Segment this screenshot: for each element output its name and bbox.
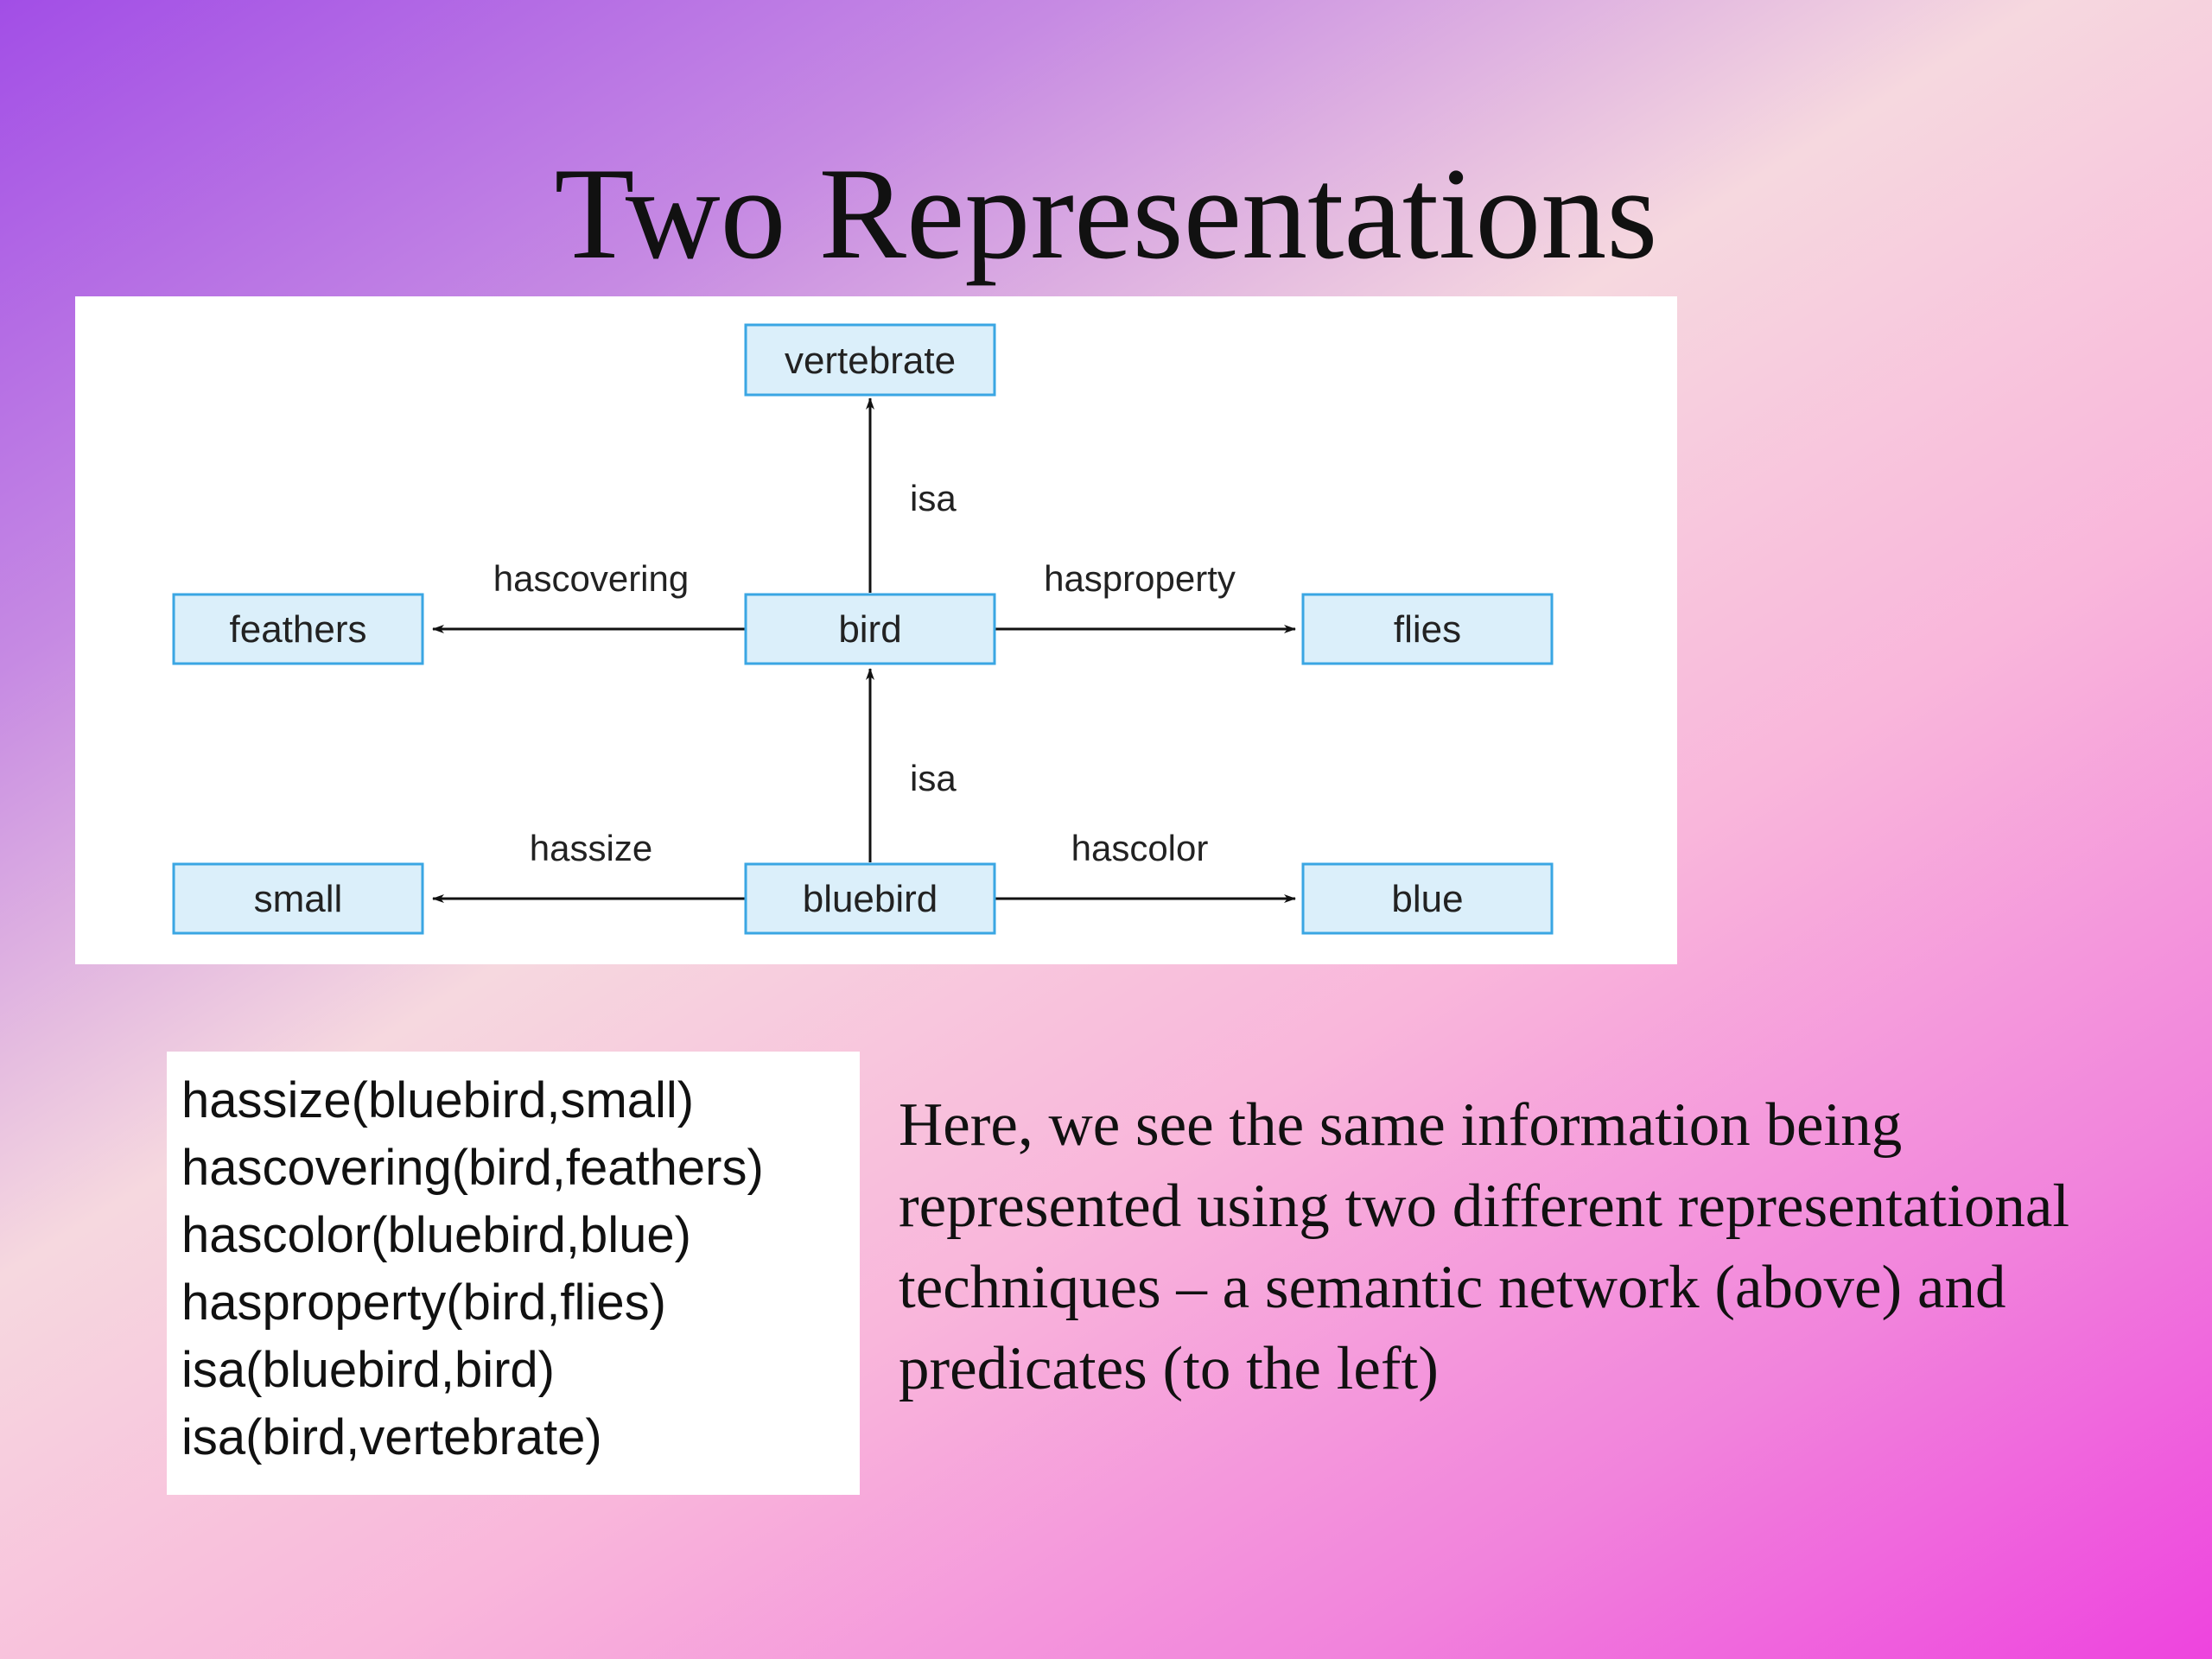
edge-bird-vertebrate: isa [866,397,957,593]
predicate-line: hasproperty(bird,flies) [181,1274,666,1331]
node-flies: flies [1301,593,1554,665]
edge-label-hascolor: hascolor [1071,828,1209,868]
explanation-line: predicates (to the left) [899,1335,1439,1402]
node-label-bird: bird [838,608,901,651]
node-label-small: small [254,878,343,920]
predicate-list: hassize(bluebird,small) hascovering(bird… [167,1052,860,1495]
explanation-text: Here, we see the same information being … [899,1084,2195,1409]
edge-bird-flies: hasproperty [995,558,1296,633]
node-bird: bird [744,593,996,665]
explanation-line: techniques – a semantic network (above) … [899,1254,2006,1321]
node-label-feathers: feathers [230,608,367,651]
edge-bird-feathers: hascovering [432,558,745,633]
predicate-line: hascovering(bird,feathers) [181,1140,764,1196]
node-vertebrate: vertebrate [744,323,996,397]
node-label-flies: flies [1394,608,1461,651]
edge-bluebird-small: hassize [432,828,745,903]
edge-label-hasproperty: hasproperty [1044,558,1236,599]
edge-label-isa-top: isa [910,478,957,518]
slide-title: Two Representations [554,141,1658,286]
semantic-network-svg: isa hascovering hasproperty isa hassize … [172,323,1554,935]
node-bluebird: bluebird [744,862,996,935]
predicate-line: hascolor(bluebird,blue) [181,1207,691,1263]
predicate-line: isa(bird,vertebrate) [181,1409,602,1465]
explanation-line: represented using two different represen… [899,1173,2070,1240]
node-small: small [172,862,424,935]
semantic-network-diagram: isa hascovering hasproperty isa hassize … [75,296,1677,964]
edge-label-hascovering: hascovering [493,558,689,599]
edge-bluebird-blue: hascolor [995,828,1296,903]
predicate-line: isa(bluebird,bird) [181,1342,555,1398]
node-label-bluebird: bluebird [803,878,938,920]
edge-label-isa-bottom: isa [910,758,957,798]
edge-bluebird-bird: isa [866,668,957,862]
node-label-blue: blue [1391,878,1463,920]
edge-label-hassize: hassize [530,828,652,868]
explanation-line: Here, we see the same information being [899,1091,1903,1159]
node-label-vertebrate: vertebrate [785,340,956,382]
node-blue: blue [1301,862,1554,935]
node-feathers: feathers [172,593,424,665]
predicate-line: hassize(bluebird,small) [181,1072,695,1128]
